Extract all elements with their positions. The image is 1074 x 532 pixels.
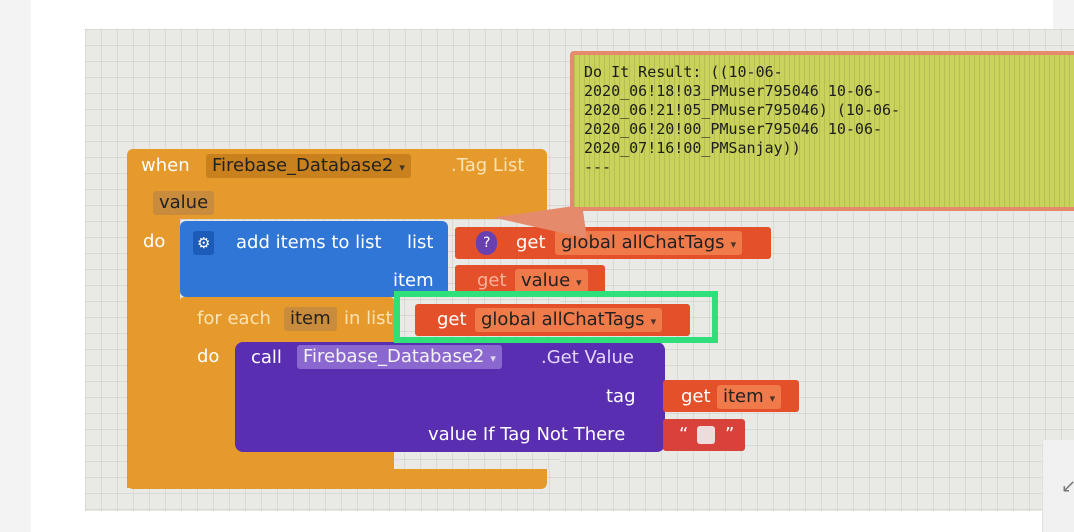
chevron-down-icon: ▾ bbox=[650, 315, 657, 328]
quote-open: “ bbox=[679, 424, 689, 445]
call-tag-label: tag bbox=[606, 386, 636, 407]
call-value-label: value If Tag Not There bbox=[428, 424, 626, 445]
blocks-screenshot: when Firebase_Database2▾ .Tag List value… bbox=[85, 29, 1074, 511]
corner-panel[interactable]: ↙ bbox=[1042, 440, 1074, 532]
comment-line: 2020_06!20!00_PMuser795046 10-06- bbox=[584, 120, 883, 138]
add-items-block[interactable] bbox=[180, 221, 448, 297]
event-block-bottom bbox=[127, 474, 543, 488]
var-dropdown-2[interactable]: value▾ bbox=[515, 269, 588, 293]
add-items-list-label: list bbox=[407, 232, 434, 253]
for-each-do-label: do bbox=[197, 346, 220, 367]
do-it-result-comment[interactable]: Do It Result: ((10-06- 2020_06!18!03_PMu… bbox=[570, 51, 1074, 211]
event-param-value[interactable]: value bbox=[153, 191, 215, 215]
empty-text-field[interactable] bbox=[697, 426, 715, 444]
comment-line: 2020_07!16!00_PMSanjay)) bbox=[584, 139, 801, 157]
add-items-item-label: item bbox=[393, 270, 434, 291]
event-do-label: do bbox=[143, 231, 166, 252]
chevron-down-icon: ▾ bbox=[399, 161, 405, 174]
add-items-label: add items to list bbox=[236, 232, 382, 253]
var-dropdown-3[interactable]: global allChatTags▾ bbox=[475, 308, 663, 332]
for-each-item-var[interactable]: item bbox=[284, 307, 337, 331]
chevron-down-icon: ▾ bbox=[730, 238, 737, 251]
comment-line: --- bbox=[584, 158, 612, 176]
call-method-label: .Get Value bbox=[541, 347, 634, 368]
highlight-box bbox=[394, 291, 718, 343]
event-name-label: .Tag List bbox=[451, 155, 525, 176]
get-label-1: get bbox=[516, 232, 546, 253]
comment-line: 2020_06!21!05_PMuser795046) (10-06- bbox=[584, 101, 901, 119]
chevron-down-icon: ▾ bbox=[490, 352, 496, 365]
comment-line: Do It Result: ((10-06- bbox=[584, 63, 783, 81]
get-label-2: get bbox=[477, 270, 507, 291]
var-dropdown-4[interactable]: item▾ bbox=[717, 385, 782, 409]
var-dropdown-1[interactable]: global allChatTags▾ bbox=[555, 231, 743, 255]
quote-close: ” bbox=[725, 424, 735, 445]
event-component-dropdown[interactable]: Firebase_Database2▾ bbox=[206, 154, 411, 178]
call-label: call bbox=[251, 347, 282, 368]
resize-icon: ↙ bbox=[1061, 476, 1074, 497]
help-icon[interactable]: ? bbox=[476, 231, 498, 255]
get-label-3: get bbox=[437, 309, 467, 330]
comment-line: 2020_06!18!03_PMuser795046 10-06- bbox=[584, 82, 883, 100]
gear-icon[interactable]: ⚙ bbox=[193, 231, 215, 255]
get-label-4: get bbox=[681, 386, 711, 407]
call-component-dropdown[interactable]: Firebase_Database2▾ bbox=[297, 345, 502, 369]
for-each-label: for each bbox=[197, 308, 271, 329]
event-when-label: when bbox=[141, 155, 190, 176]
chevron-down-icon: ▾ bbox=[576, 276, 582, 289]
for-each-in-list-label: in list bbox=[344, 308, 393, 329]
chevron-down-icon: ▾ bbox=[769, 392, 776, 405]
